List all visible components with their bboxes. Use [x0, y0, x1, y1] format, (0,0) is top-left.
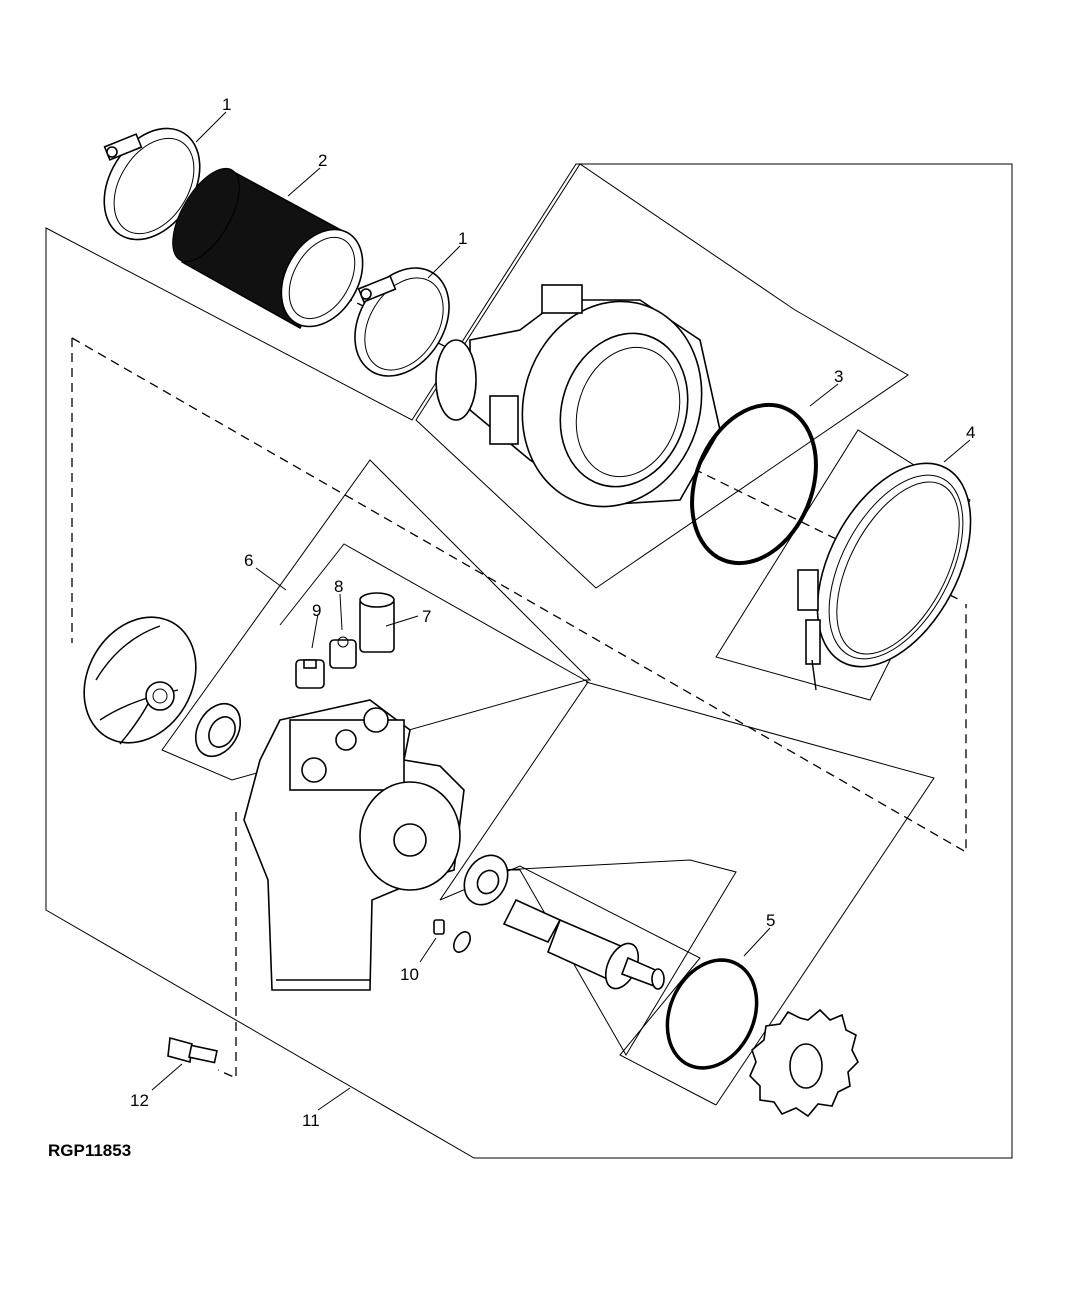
dowel-pin	[433, 919, 471, 953]
hose	[172, 167, 364, 330]
pump-shaft	[502, 898, 665, 990]
hose-clamp-lower	[354, 267, 450, 377]
callout-9: 9	[312, 601, 321, 620]
figure-id: RGP11853	[48, 1141, 131, 1160]
cap-screw	[167, 1036, 218, 1064]
drive-gear	[749, 1008, 859, 1118]
leader-line	[311, 613, 319, 649]
impeller	[83, 616, 197, 745]
leader-line	[385, 615, 419, 627]
callout-1: 1	[222, 95, 231, 114]
group-outline-4	[715, 429, 971, 701]
leader-line	[419, 937, 437, 963]
leader-line	[287, 167, 321, 197]
callout-12: 12	[130, 1091, 149, 1110]
callout-7: 7	[422, 607, 431, 626]
pump-cover	[435, 284, 721, 508]
callout-4: 4	[966, 423, 975, 442]
callout-8: 8	[334, 577, 343, 596]
callout-1-lower: 1	[458, 229, 467, 248]
leader-line	[151, 1063, 183, 1091]
pump-housing	[243, 699, 465, 991]
group-outline-5	[499, 859, 737, 1056]
callout-3: 3	[834, 367, 843, 386]
o-ring-small	[665, 958, 759, 1070]
callout-6: 6	[244, 551, 253, 570]
leader-line	[743, 927, 771, 957]
group-outline-housing	[279, 543, 589, 901]
callout-5: 5	[766, 911, 775, 930]
plug-sleeve	[359, 592, 395, 653]
callout-10: 10	[400, 965, 419, 984]
callout-11: 11	[302, 1111, 320, 1130]
leader-line	[427, 245, 461, 279]
shaft-seal	[463, 854, 509, 906]
leader-line	[943, 439, 971, 463]
group-outline-6	[161, 459, 592, 781]
pump-seal	[194, 702, 242, 758]
plug-cap	[295, 659, 325, 689]
hose-clamp-upper	[103, 127, 201, 241]
leader-line	[255, 567, 287, 591]
o-ring-large	[690, 402, 818, 566]
group-outline-right	[585, 681, 935, 1106]
group-outline-3	[415, 163, 909, 589]
leader-line	[317, 1087, 351, 1111]
callout-2: 2	[318, 151, 327, 170]
plug-fitting	[329, 636, 357, 669]
assembly-dash-line	[217, 812, 237, 1080]
leader-line	[195, 111, 227, 143]
leader-line	[809, 383, 839, 407]
v-band-clamp	[797, 462, 972, 691]
leader-line	[339, 593, 343, 631]
